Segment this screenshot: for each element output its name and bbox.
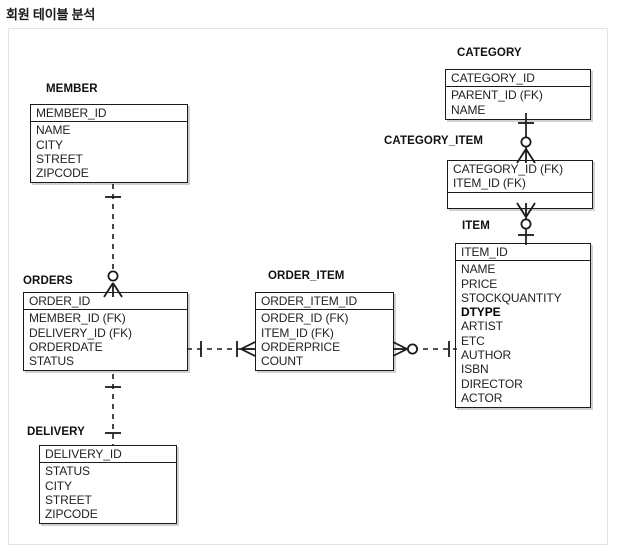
category-attr-0: PARENT_ID (FK) [451, 88, 543, 103]
entity-category-item[interactable]: CATEGORY_ID (FK) ITEM_ID (FK) [447, 160, 593, 209]
item-attr-7: ISBN [461, 362, 489, 377]
relationship-orders-order-item [185, 329, 259, 369]
item-key-0: ITEM_ID [461, 245, 508, 259]
orders-attr-3: STATUS [29, 354, 74, 369]
item-attr-0: NAME [461, 262, 496, 277]
entity-category[interactable]: CATEGORY_ID PARENT_ID (FK) NAME [445, 69, 591, 120]
category-item-key-1: ITEM_ID (FK) [453, 176, 526, 191]
order-item-attr-1: ITEM_ID (FK) [261, 325, 334, 340]
relationship-order-item-item [391, 329, 461, 369]
delivery-attr-section: STATUS CITY STREET ZIPCODE [40, 463, 176, 523]
member-attr-section: NAME CITY STREET ZIPCODE [31, 122, 187, 182]
delivery-attr-2: STREET [45, 492, 92, 507]
relationship-category-category-item [506, 113, 546, 165]
entity-member[interactable]: MEMBER_ID NAME CITY STREET ZIPCODE [30, 104, 188, 184]
delivery-attr-3: ZIPCODE [45, 507, 98, 522]
category-attr-section: PARENT_ID (FK) NAME [446, 87, 590, 119]
entity-title-category-item: CATEGORY_ITEM [384, 135, 484, 147]
member-attr-1: CITY [36, 137, 63, 152]
orders-attr-2: ORDERDATE [29, 339, 103, 354]
entity-title-delivery: DELIVERY [27, 426, 85, 438]
entity-delivery[interactable]: DELIVERY_ID STATUS CITY STREET ZIPCODE [39, 445, 177, 525]
entity-order-item[interactable]: ORDER_ITEM_ID ORDER_ID (FK) ITEM_ID (FK)… [255, 292, 394, 372]
relationship-orders-delivery [93, 374, 133, 448]
orders-attr-0: MEMBER_ID (FK) [29, 311, 126, 326]
item-attr-9: ACTOR [461, 390, 503, 405]
category-item-key-0: CATEGORY_ID (FK) [453, 162, 563, 176]
member-key-section: MEMBER_ID [31, 105, 187, 123]
relationship-member-orders [93, 184, 133, 299]
order-item-attr-2: ORDERPRICE [261, 339, 341, 354]
delivery-attr-0: STATUS [45, 464, 90, 479]
member-attr-3: ZIPCODE [36, 166, 89, 181]
order-item-key-0: ORDER_ITEM_ID [261, 294, 358, 308]
orders-attr-1: DELIVERY_ID (FK) [29, 325, 132, 340]
member-attr-2: STREET [36, 151, 83, 166]
entity-title-item: ITEM [462, 220, 490, 232]
orders-attr-section: MEMBER_ID (FK) DELIVERY_ID (FK) ORDERDAT… [24, 310, 187, 370]
item-attr-4: ARTIST [461, 319, 503, 334]
item-attr-1: PRICE [461, 276, 498, 291]
item-attr-section: NAME PRICE STOCKQUANTITY DTYPE ARTIST ET… [456, 261, 590, 407]
entity-title-order-item: ORDER_ITEM [268, 270, 345, 282]
item-attr-6: AUTHOR [461, 348, 512, 363]
order-item-attr-3: COUNT [261, 354, 304, 369]
category-key-0: CATEGORY_ID [451, 71, 535, 85]
entity-title-category: CATEGORY [457, 47, 522, 59]
entity-title-orders: ORDERS [23, 275, 73, 287]
entity-item[interactable]: ITEM_ID NAME PRICE STOCKQUANTITY DTYPE A… [455, 243, 591, 409]
order-item-key-section: ORDER_ITEM_ID [256, 293, 393, 311]
orders-key-section: ORDER_ID [24, 293, 187, 311]
item-attr-8: DIRECTOR [461, 376, 523, 391]
member-attr-0: NAME [36, 123, 71, 138]
member-key-0: MEMBER_ID [36, 106, 107, 120]
item-attr-2: STOCKQUANTITY [461, 290, 562, 305]
orders-key-0: ORDER_ID [29, 294, 91, 308]
item-attr-3: DTYPE [461, 305, 501, 320]
entity-title-member: MEMBER [46, 83, 98, 95]
delivery-key-section: DELIVERY_ID [40, 446, 176, 464]
order-item-attr-section: ORDER_ID (FK) ITEM_ID (FK) ORDERPRICE CO… [256, 310, 393, 370]
page-title: 회원 테이블 분석 [6, 7, 96, 22]
entity-orders[interactable]: ORDER_ID MEMBER_ID (FK) DELIVERY_ID (FK)… [23, 292, 188, 372]
item-attr-5: ETC [461, 333, 485, 348]
category-key-section: CATEGORY_ID [446, 70, 590, 88]
item-key-section: ITEM_ID [456, 244, 590, 262]
relationship-category-item-item [506, 202, 546, 247]
category-attr-1: NAME [451, 102, 486, 117]
delivery-key-0: DELIVERY_ID [45, 447, 122, 461]
delivery-attr-1: CITY [45, 478, 72, 493]
order-item-attr-0: ORDER_ID (FK) [261, 311, 349, 326]
diagram-canvas: MEMBER MEMBER_ID NAME CITY STREET ZIPCOD… [8, 28, 608, 545]
category-item-key-section: CATEGORY_ID (FK) ITEM_ID (FK) [448, 161, 592, 193]
